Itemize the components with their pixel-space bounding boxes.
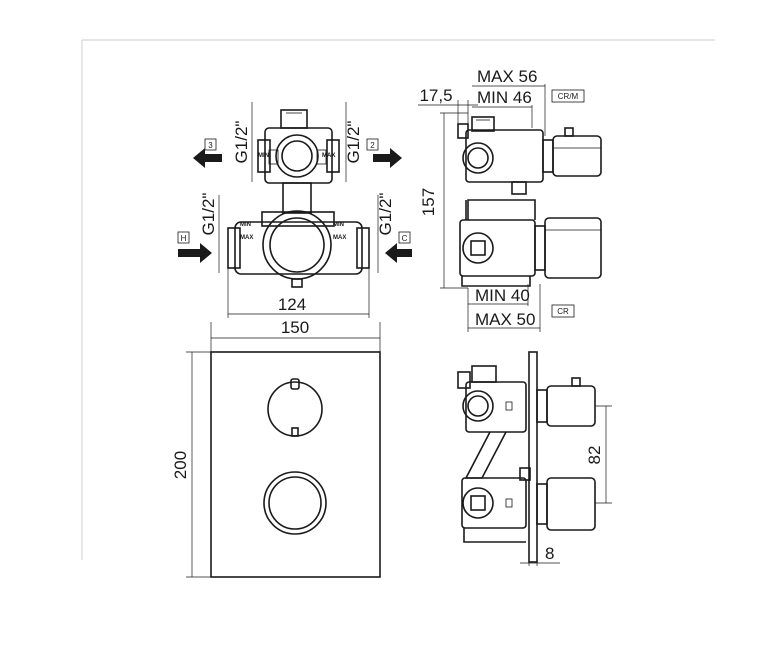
thread-label-lower-left: G1/2" xyxy=(199,193,218,236)
outlet-3-tag: 3 xyxy=(208,141,213,150)
trim-plate-front-view xyxy=(210,351,381,578)
thread-label-upper-left: G1/2" xyxy=(232,121,251,164)
variant-tag-cr-m: CR/M xyxy=(558,92,579,101)
assembled-side-view xyxy=(457,351,596,563)
dimension-157: 157 xyxy=(419,112,468,289)
sheet-frame xyxy=(81,39,715,560)
dimension-150-label: 150 xyxy=(281,318,309,337)
thread-labels: G1/2" G1/2" G1/2" G1/2" xyxy=(199,102,395,273)
lower-right-max-marking: MAX xyxy=(333,235,346,241)
arrow-left-icon xyxy=(193,148,222,168)
dimension-124-label: 124 xyxy=(278,295,306,314)
lower-left-max-marking: MAX xyxy=(240,235,253,241)
dimension-17-5: 17,5 xyxy=(418,86,478,124)
lower-right-min-marking: MIN xyxy=(333,222,344,228)
dimension-min40-label: MIN 40 xyxy=(475,286,530,305)
arrow-right-icon xyxy=(178,243,212,263)
dimension-82: 82 xyxy=(585,405,612,504)
dimension-82-label: 82 xyxy=(585,446,604,465)
flow-arrow-cold-inlet: C xyxy=(385,231,412,263)
dimension-min46-label: MIN 46 xyxy=(477,88,532,107)
dimension-max56-label: MAX 56 xyxy=(477,67,537,86)
dimension-8: 8 xyxy=(520,544,560,566)
dimension-200: 200 xyxy=(171,351,211,578)
dimension-200-label: 200 xyxy=(171,451,190,479)
dimension-max50: MAX 50 CR xyxy=(468,284,575,332)
variant-tag-cr: CR xyxy=(557,307,569,316)
arrow-right-icon xyxy=(373,148,402,168)
flow-arrow-hot-inlet: H xyxy=(177,231,212,263)
thread-label-lower-right: G1/2" xyxy=(376,193,395,236)
dimension-min46: MIN 46 CR/M xyxy=(472,88,585,128)
rough-in-front-view: MIN MAX MIN MAX MIN MAX xyxy=(227,109,370,288)
dimension-8-label: 8 xyxy=(545,544,554,563)
arrow-left-icon xyxy=(385,243,412,263)
dimension-max50-label: MAX 50 xyxy=(475,310,535,329)
dimension-17-5-label: 17,5 xyxy=(419,86,452,105)
dimension-min40: MIN 40 xyxy=(467,284,530,332)
hot-inlet-tag: H xyxy=(181,234,187,243)
lower-left-min-marking: MIN xyxy=(240,222,251,228)
thread-label-upper-right: G1/2" xyxy=(344,121,363,164)
outlet-2-tag: 2 xyxy=(370,141,375,150)
upper-max-marking: MAX xyxy=(322,153,335,159)
dimension-max56: MAX 56 xyxy=(472,67,546,136)
upper-min-marking: MIN xyxy=(258,153,269,159)
dimension-150: 150 xyxy=(210,318,381,352)
rough-in-side-view xyxy=(457,116,602,287)
cold-inlet-tag: C xyxy=(402,234,408,243)
dimension-157-label: 157 xyxy=(419,188,438,216)
flow-arrow-outlet-3: 3 xyxy=(193,138,222,168)
dimension-124: 124 xyxy=(227,268,370,318)
flow-arrow-outlet-2: 2 xyxy=(366,138,402,168)
